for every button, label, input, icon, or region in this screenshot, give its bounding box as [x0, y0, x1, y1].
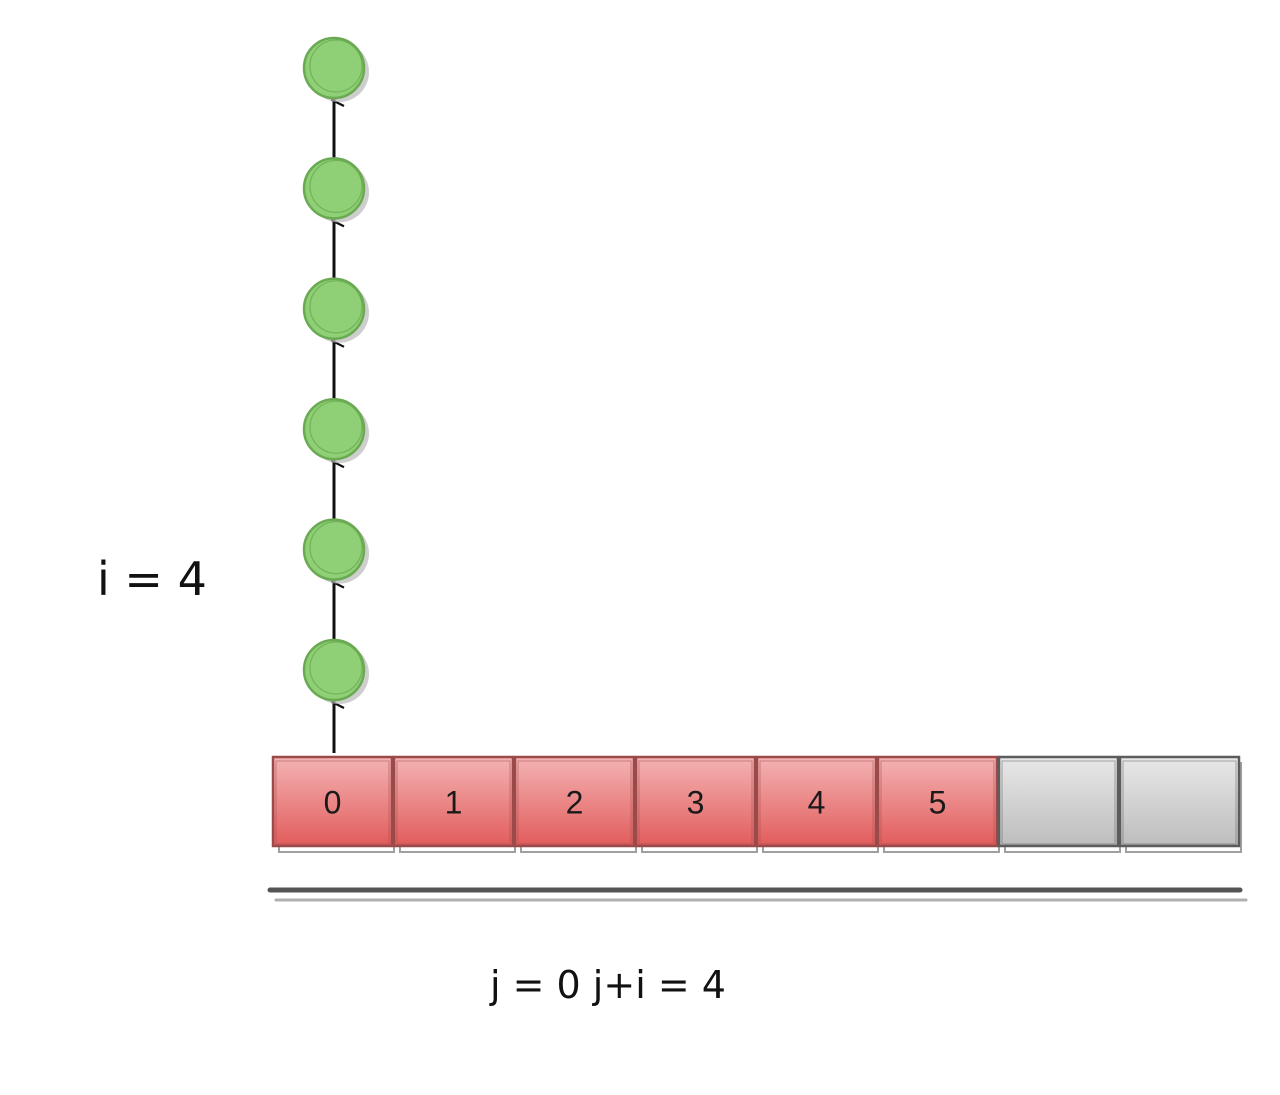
stack-node-circle: [302, 397, 366, 461]
stack-node-sketch: [309, 400, 363, 454]
array-cell-box: [876, 755, 999, 848]
array-row: 0 1 2 3 4 5: [271, 755, 1242, 853]
array-cell-box: [271, 755, 394, 848]
array-cell-label: 3: [687, 785, 705, 821]
array-cell-sketch: [759, 760, 874, 845]
array-cell-label: 0: [324, 785, 342, 821]
baseline-line: [267, 887, 1248, 902]
array-cell: 1: [392, 755, 516, 853]
stack-node-circle: [302, 277, 366, 341]
array-cell-label: 2: [566, 785, 584, 821]
array-cell-box: [513, 755, 636, 848]
array-cell-label: 4: [808, 785, 826, 821]
array-cell: 3: [634, 755, 758, 853]
i-label: i = 4: [97, 552, 207, 606]
stack-node-circle: [302, 157, 366, 220]
j-label: j = 0 j+i = 4: [489, 963, 726, 1007]
array-cell-sketch: [1122, 760, 1237, 845]
array-cell-sketch: [880, 760, 995, 845]
array-cell-label: 1: [445, 785, 463, 821]
stack-node-circle: [302, 36, 366, 100]
stack-node: [302, 277, 369, 343]
stack-node: [302, 157, 369, 223]
stack-node-sketch: [309, 520, 363, 575]
stack-node-circle: [302, 638, 366, 702]
array-cell: 4: [755, 755, 879, 853]
array-cell: 0: [271, 755, 395, 853]
array-cell-box: [634, 755, 757, 848]
stack-node: [302, 518, 369, 584]
stack-node: [302, 36, 369, 102]
array-cell: 5: [876, 755, 1000, 853]
stack-node-circle: [302, 518, 366, 581]
array-cell-label: 5: [929, 785, 947, 821]
stack-node-sketch: [309, 280, 363, 334]
array-cell-box: [392, 755, 515, 848]
array-cell: [997, 755, 1121, 853]
stack-node: [302, 397, 369, 464]
array-cell-sketch: [275, 760, 390, 845]
array-cell-box: [1118, 755, 1241, 848]
stack-node-sketch: [309, 159, 363, 213]
array-cell-sketch: [517, 760, 632, 845]
stack-node-sketch: [309, 39, 363, 93]
array-cell-sketch: [1001, 760, 1116, 845]
node-stack: [302, 36, 369, 753]
array-cell-box: [997, 755, 1120, 848]
array-cell: 2: [513, 755, 637, 853]
stack-node-sketch: [309, 641, 363, 695]
array-cell-sketch: [396, 760, 511, 845]
stack-node: [302, 638, 369, 704]
array-cell-box: [755, 755, 878, 848]
array-cell: [1118, 755, 1242, 853]
array-cell-sketch: [638, 760, 753, 845]
